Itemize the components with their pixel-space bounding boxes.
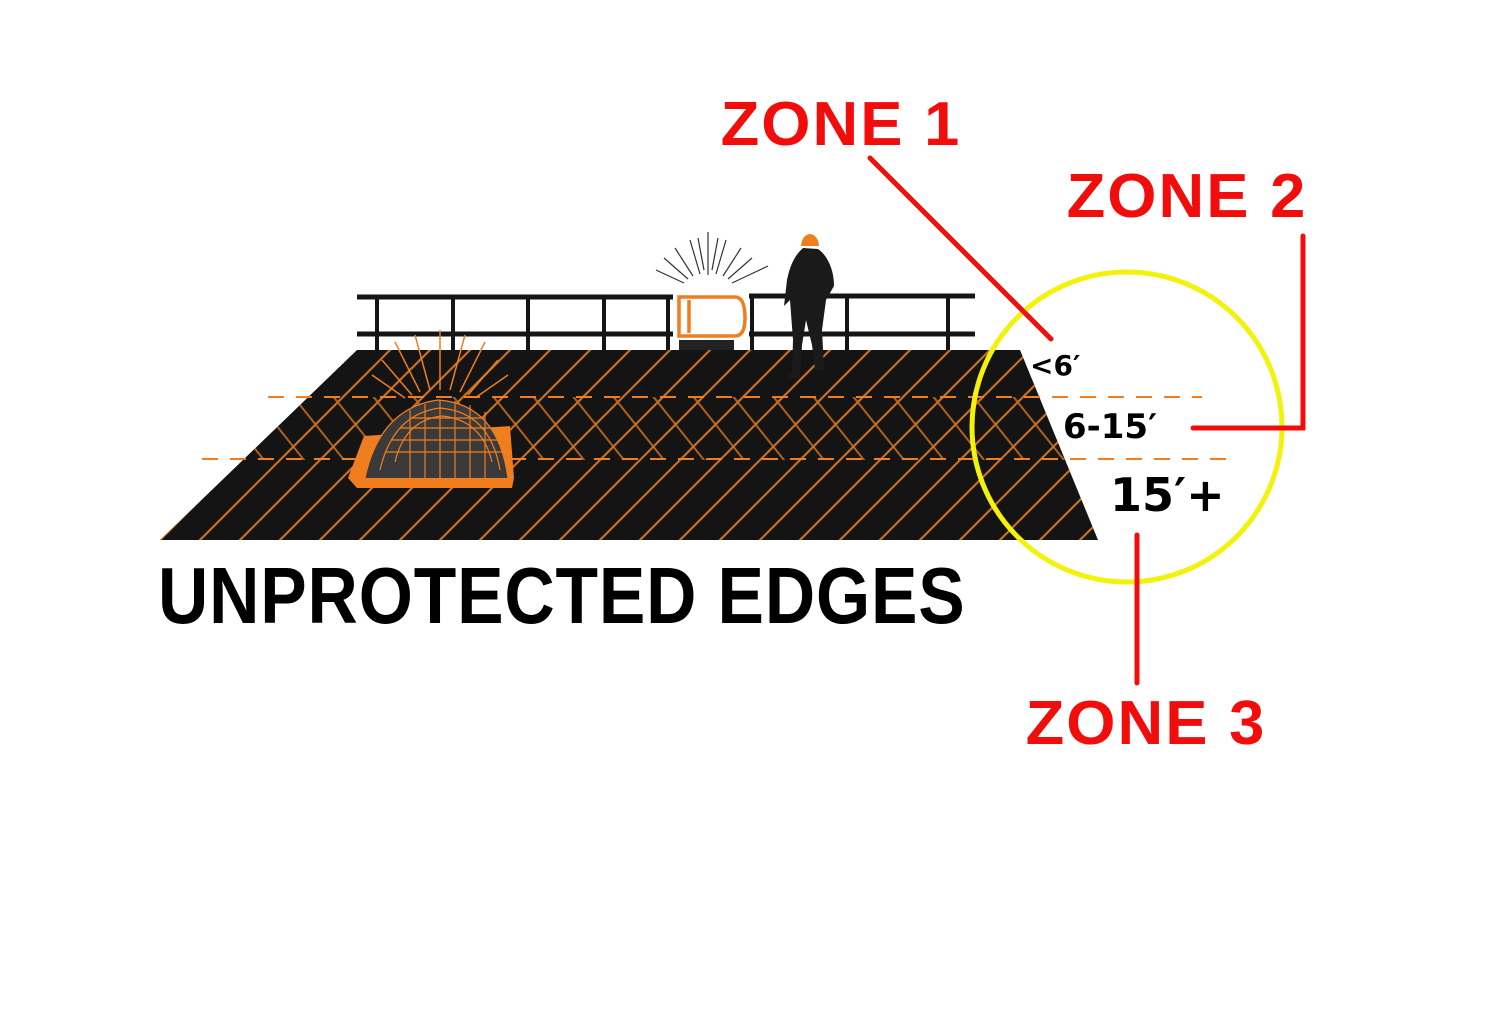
zone-leader-lines bbox=[867, 155, 1306, 686]
zone-2-distance: 6-15′ bbox=[1063, 407, 1158, 447]
guardrail bbox=[357, 293, 975, 350]
zone-2-label: ZONE 2 bbox=[1066, 162, 1308, 231]
diagram-title: UNPROTECTED EDGES bbox=[158, 551, 966, 640]
safety-gate-icon bbox=[677, 295, 747, 338]
light-burst-icon bbox=[655, 232, 769, 284]
zone-3-distance: 15′+ bbox=[1110, 468, 1225, 522]
worker-silhouette bbox=[784, 234, 834, 378]
zone-1-label: ZONE 1 bbox=[720, 90, 962, 159]
zone-3-label: ZONE 3 bbox=[1025, 689, 1267, 758]
gate-step bbox=[679, 340, 734, 350]
zone-1-distance: <6′ bbox=[1030, 349, 1081, 382]
skylight-icon bbox=[348, 330, 514, 488]
